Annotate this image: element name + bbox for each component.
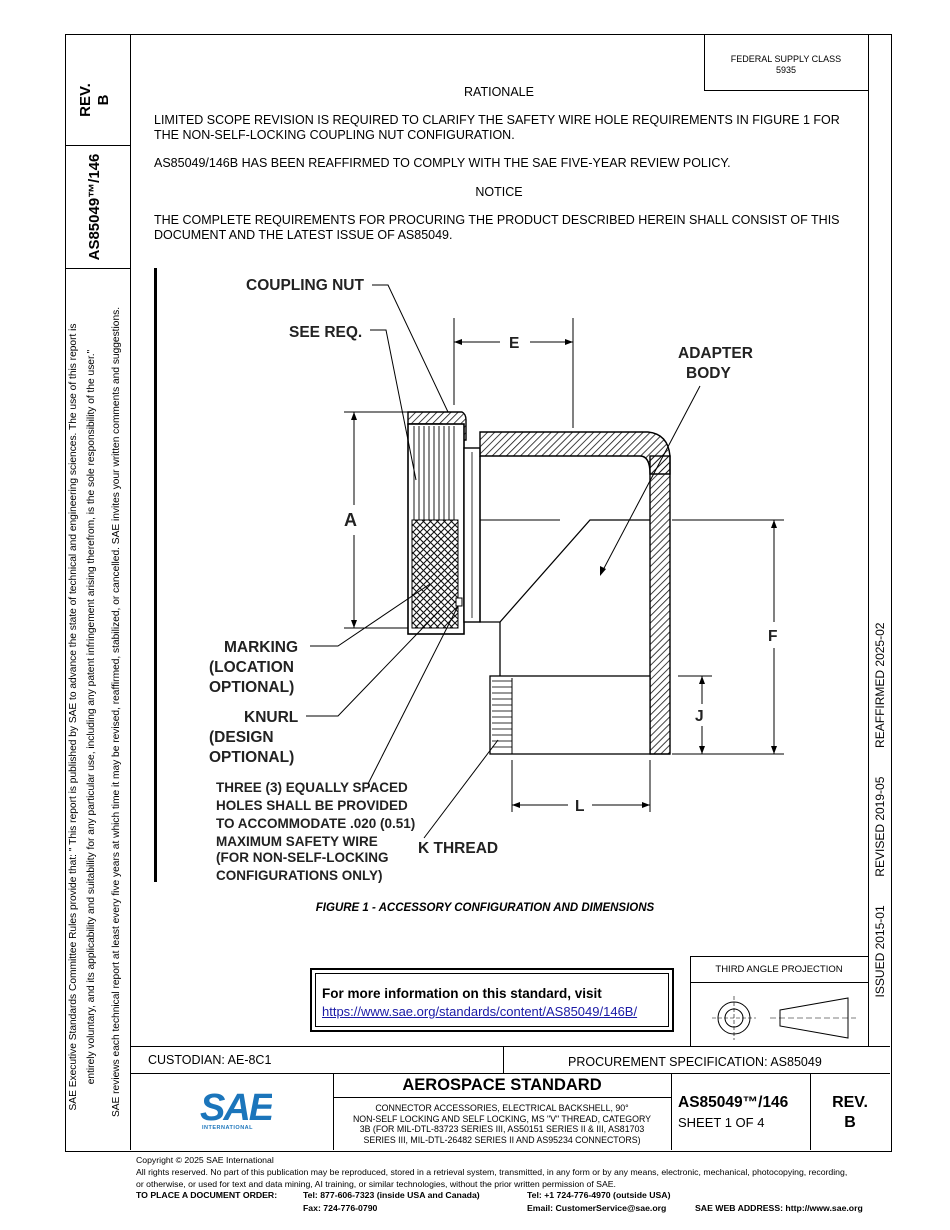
- side-rev: REV. B: [77, 55, 117, 145]
- notice-paragraph-1: THE COMPLETE REQUIREMENTS FOR PROCURING …: [154, 213, 840, 242]
- coupling-nut-label: COUPLING NUT: [246, 277, 365, 294]
- figure-caption: FIGURE 1 - ACCESSORY CONFIGURATION AND D…: [315, 902, 655, 914]
- description-line-1: CONNECTOR ACCESSORIES, ELECTRICAL BACKSH…: [375, 1103, 629, 1113]
- title-rev-label: REV.: [832, 1094, 868, 1111]
- side-rev-value: B: [95, 94, 112, 106]
- supply-class-value: 5935: [775, 65, 797, 75]
- adapter-inner: [479, 456, 650, 623]
- right-strip-divider: [868, 34, 869, 1046]
- footer-rights-2: or otherwise, or used for text and data …: [136, 1178, 616, 1189]
- holes-note-6: CONFIGURATIONS ONLY): [216, 868, 383, 883]
- side-rules-line2: entirely voluntary, and its applicabilit…: [86, 349, 97, 1085]
- holes-note-5: (FOR NON-SELF-LOCKING: [216, 850, 388, 865]
- see-req-label: SEE REQ.: [289, 324, 362, 341]
- title-rev-value: B: [844, 1114, 856, 1131]
- safety-wire-hole: [455, 597, 463, 607]
- dim-e-label: E: [509, 335, 519, 352]
- title-sheet: SHEET 1 OF 4: [678, 1115, 765, 1130]
- custodian-divider: [503, 1046, 504, 1073]
- side-rules-line3: SAE reviews each technical report at lea…: [111, 306, 122, 1118]
- figure-drawing: E A F J L COUPLING NUT SEE REQ. ADAPTER …: [209, 277, 784, 883]
- marking-label-1: MARKING: [224, 639, 298, 656]
- revision-bar: [154, 268, 157, 882]
- footer-rights-1: All rights reserved. No part of this pub…: [136, 1166, 848, 1177]
- description: CONNECTOR ACCESSORIES, ELECTRICAL BACKSH…: [333, 1103, 671, 1145]
- procurement-spec: PROCUREMENT SPECIFICATION: AS85049: [568, 1055, 822, 1069]
- description-line-2: NON-SELF LOCKING AND SELF LOCKING, MS "V…: [352, 1113, 652, 1124]
- adapter-label-2: BODY: [686, 365, 731, 382]
- footer-web[interactable]: SAE WEB ADDRESS: http://www.sae.org: [695, 1203, 863, 1213]
- dim-a-label: A: [344, 510, 357, 530]
- footer-copyright: Copyright © 2025 SAE International: [136, 1155, 274, 1165]
- standard-type: AEROSPACE STANDARD: [402, 1076, 602, 1094]
- info-box-heading: For more information on this standard, v…: [322, 986, 602, 1001]
- k-thread-label: K THREAD: [418, 840, 498, 857]
- side-rev-label: REV.: [77, 83, 94, 117]
- left-column-divider: [130, 34, 131, 1150]
- supply-class: FEDERAL SUPPLY CLASS 5935: [704, 54, 868, 76]
- adapter-label-1: ADAPTER: [678, 345, 753, 362]
- footer-tel-intl: Tel: +1 724-776-4970 (outside USA): [527, 1190, 671, 1200]
- sae-logo-text: INTERNATIONAL: [202, 1125, 254, 1131]
- page-frame: [65, 34, 892, 1152]
- footer-fax: Fax: 724-776-0790: [303, 1203, 378, 1213]
- adapter-side-wall: [649, 455, 671, 755]
- logo-cell-divider: [333, 1073, 334, 1150]
- projection-label: THIRD ANGLE PROJECTION: [715, 964, 843, 975]
- title-rev: REV. B: [810, 1093, 890, 1133]
- description-line-4: SERIES III, MIL-DTL-26482 SERIES II AND …: [363, 1134, 641, 1145]
- holes-note-2: HOLES SHALL BE PROVIDED: [216, 798, 408, 813]
- projection-symbol: [712, 996, 856, 1040]
- rationale-paragraph-2: AS85049/146B HAS BEEN REAFFIRMED TO COMP…: [154, 156, 731, 170]
- holes-note-3: TO ACCOMMODATE .020 (0.51): [216, 816, 415, 831]
- custodian: CUSTODIAN: AE-8C1: [148, 1053, 272, 1067]
- title-block-top-line: [130, 1046, 890, 1047]
- knurl-label-1: KNURL: [244, 709, 298, 726]
- footer-email[interactable]: Email: CustomerService@sae.org: [527, 1203, 667, 1213]
- side-rules-line1: SAE Executive Standards Committee Rules …: [68, 323, 79, 1111]
- footer-order-label: TO PLACE A DOCUMENT ORDER:: [136, 1190, 278, 1200]
- sae-logo: SAE INTERNATIONAL: [196, 1087, 278, 1134]
- title-doc-number: AS85049™/146: [678, 1094, 789, 1111]
- dim-j-label: J: [695, 708, 704, 725]
- projection-box: [690, 956, 869, 1047]
- left-doc-divider: [65, 268, 130, 269]
- issued-date: ISSUED 2015-01: [873, 905, 887, 998]
- side-doc-number: AS85049™/146: [86, 153, 103, 261]
- info-box-link[interactable]: https://www.sae.org/standards/content/AS…: [322, 1004, 638, 1019]
- supply-class-label: FEDERAL SUPPLY CLASS: [730, 54, 842, 64]
- rationale-paragraph-1: LIMITED SCOPE REVISION IS REQUIRED TO CL…: [154, 113, 840, 142]
- knurl-label-2: (DESIGN: [209, 729, 274, 746]
- footer: Copyright © 2025 SAE International All r…: [136, 1155, 926, 1190]
- thread-section: [489, 675, 651, 755]
- holes-note-4: MAXIMUM SAFETY WIRE: [216, 834, 378, 849]
- knurl-label-3: OPTIONAL): [209, 749, 294, 766]
- revised-date: REVISED 2019-05: [873, 776, 887, 877]
- reaffirmed-date: REAFFIRMED 2025-02: [873, 622, 887, 748]
- doc-cell-divider: [671, 1073, 672, 1150]
- knurl-area: [411, 519, 459, 629]
- info-box: For more information on this standard, v…: [310, 968, 674, 1032]
- standard-type-underline: [333, 1097, 671, 1098]
- custodian-row: [130, 1046, 890, 1074]
- supply-class-box: [704, 34, 869, 91]
- marking-label-2: (LOCATION: [209, 659, 294, 676]
- sae-logo-mark: SAE: [200, 1087, 278, 1129]
- projection-divider: [690, 982, 868, 983]
- holes-note-1: THREE (3) EQUALLY SPACED: [216, 780, 408, 795]
- adapter-top-wall: [479, 431, 671, 475]
- rev-cell-divider: [810, 1073, 811, 1150]
- svg-text:SAE: SAE: [200, 1088, 272, 1124]
- marking-label-3: OPTIONAL): [209, 679, 294, 696]
- dim-f-label: F: [768, 628, 777, 645]
- footer-tel-us: Tel: 877-606-7323 (inside USA and Canada…: [303, 1190, 480, 1200]
- right-strip-dates: ISSUED 2015-01 REVISED 2019-05 REAFFIRME…: [872, 560, 888, 1060]
- description-line-3: 3B (FOR MIL-DTL-83723 SERIES III, AS5015…: [359, 1124, 645, 1134]
- notice-heading: NOTICE: [475, 185, 523, 199]
- left-rev-divider: [65, 145, 130, 146]
- rationale-heading: RATIONALE: [464, 85, 534, 99]
- coupling-nut-ribs: [413, 426, 455, 520]
- dim-l-label: L: [575, 798, 584, 815]
